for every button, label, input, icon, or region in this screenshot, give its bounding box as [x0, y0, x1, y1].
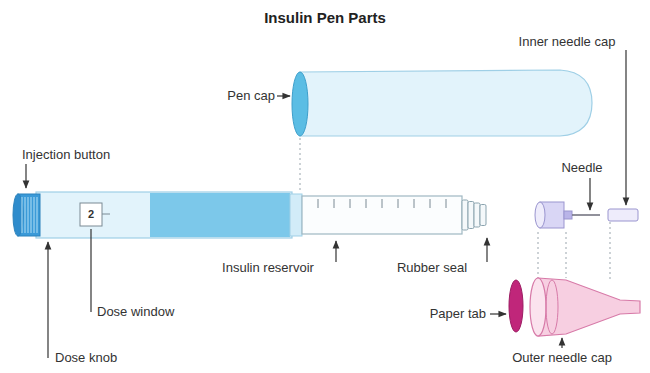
part-label: Pen cap [227, 89, 275, 104]
ridge [36, 197, 37, 233]
outer-needle-cap [538, 278, 640, 336]
part-label: Dose knob [55, 351, 117, 366]
leader-lines [26, 50, 626, 358]
leader-line [25, 164, 26, 188]
part-label: Dose window [97, 305, 174, 320]
part-label: Rubber seal [397, 261, 467, 276]
ridge [30, 197, 31, 233]
thread-ring [468, 202, 474, 229]
tick-mark [398, 199, 399, 208]
needle [572, 214, 600, 216]
outer-needle-cap-rim [530, 278, 546, 336]
injection-button-end [13, 194, 23, 236]
outer-needle-cap-ring [546, 280, 558, 334]
part-label: Needle [561, 161, 602, 176]
ridge [21, 197, 22, 233]
guide-lines [300, 138, 610, 282]
guide-line [538, 232, 539, 278]
insulin-reservoir [302, 196, 462, 234]
part-label: Insulin reservoir [222, 261, 314, 276]
inner-needle-cap [608, 209, 638, 221]
part-label: Injection button [22, 148, 110, 163]
tick-mark [334, 199, 335, 208]
pen-body [36, 192, 292, 238]
tick-mark [414, 199, 415, 208]
leader-line [47, 242, 48, 358]
leader-line [490, 313, 506, 314]
ridge [27, 197, 28, 233]
tick-mark [430, 199, 431, 208]
pen-cap [300, 70, 592, 136]
tick-mark [382, 199, 383, 208]
leader-line [589, 178, 590, 210]
thread-ring [474, 203, 480, 227]
leader-line [561, 338, 562, 348]
ridge [33, 197, 34, 233]
thread-ring [462, 200, 468, 230]
dose-knob-ridges [22, 197, 37, 233]
paper-tab [509, 280, 523, 332]
needle-base [564, 211, 572, 219]
dose-number: 2 [88, 208, 94, 221]
dose-window [80, 203, 102, 226]
reservoir-ticks [318, 199, 446, 208]
leader-line [335, 241, 336, 262]
leader-line [486, 238, 487, 262]
leader-line [277, 95, 290, 96]
leader-line [90, 229, 91, 312]
diagram-title: Insulin Pen Parts [264, 9, 386, 26]
tick-mark [350, 199, 351, 208]
guide-line [610, 222, 611, 282]
ridge [24, 197, 25, 233]
pen-body-band [150, 193, 290, 237]
part-label: Paper tab [430, 307, 486, 322]
guide-line [300, 138, 301, 190]
rubber-seal-threads [462, 200, 486, 230]
leader-line [625, 50, 626, 205]
tick-mark [318, 199, 319, 208]
tick-mark [446, 199, 447, 208]
pen-collar [290, 194, 302, 236]
tick-mark [366, 199, 367, 208]
needle-hub-end [535, 202, 545, 228]
pen-cap-opening [292, 72, 308, 136]
part-label: Outer needle cap [512, 351, 612, 366]
dose-pointer [102, 214, 110, 215]
thread-ring [480, 205, 486, 226]
guide-line [566, 232, 567, 278]
part-label: Inner needle cap [519, 35, 616, 50]
